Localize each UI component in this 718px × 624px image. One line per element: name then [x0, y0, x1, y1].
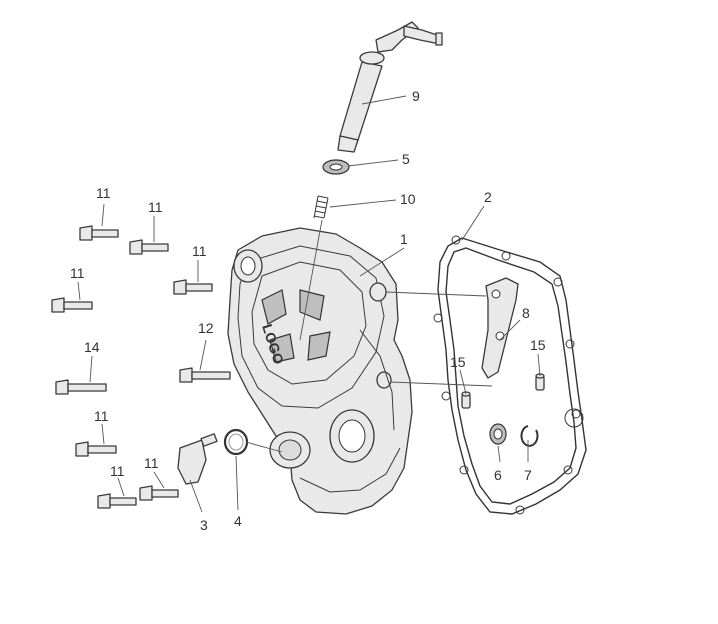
callout-11-e: 11: [94, 408, 109, 424]
bearing-part: [489, 423, 507, 445]
oil-seal-part: [322, 159, 350, 175]
bolt-part: [79, 225, 119, 241]
bolt-part-3: [173, 279, 213, 295]
callout-15-left: 15: [450, 354, 466, 370]
bolt-part-2: [129, 239, 169, 255]
spring-part: [313, 195, 329, 219]
bolt-part-7: [139, 485, 179, 501]
callout-2: 2: [484, 189, 492, 205]
bolt-part-14: [55, 379, 107, 395]
oil-filler-cap-part: [177, 433, 218, 485]
callout-11-b: 11: [148, 199, 163, 215]
dowel-pin-part-2: [535, 373, 545, 391]
callout-6: 6: [494, 467, 502, 483]
callout-11-d: 11: [70, 265, 85, 281]
leader-lines: [77, 95, 541, 513]
callout-1: 1: [400, 231, 408, 247]
dowel-pin-part: [461, 391, 471, 409]
callout-15-right: 15: [530, 337, 546, 353]
bolt-part-12: [179, 367, 231, 383]
gasket-part: [433, 235, 587, 515]
bolt-part-5: [75, 441, 117, 457]
callout-4: 4: [234, 513, 242, 529]
o-ring-part: [223, 428, 249, 456]
callout-10: 10: [400, 191, 416, 207]
callout-9: 9: [412, 88, 420, 104]
lift-plate-part: [481, 277, 519, 379]
callout-7: 7: [524, 467, 532, 483]
callout-11-c: 11: [192, 243, 207, 259]
callout-11-g: 11: [144, 455, 159, 471]
callout-3: 3: [200, 517, 208, 533]
callout-5: 5: [402, 151, 410, 167]
callout-14: 14: [84, 339, 100, 355]
callout-8: 8: [522, 305, 530, 321]
bolt-part-6: [97, 493, 137, 509]
callout-11-a: 11: [96, 185, 111, 201]
clutch-shaft-part: [337, 21, 443, 153]
bolt-part-4: [51, 297, 93, 313]
circlip-part: [520, 425, 539, 447]
clutch-cover-part: LOGO: [227, 227, 413, 515]
callout-12: 12: [198, 320, 214, 336]
callout-11-f: 11: [110, 463, 125, 479]
